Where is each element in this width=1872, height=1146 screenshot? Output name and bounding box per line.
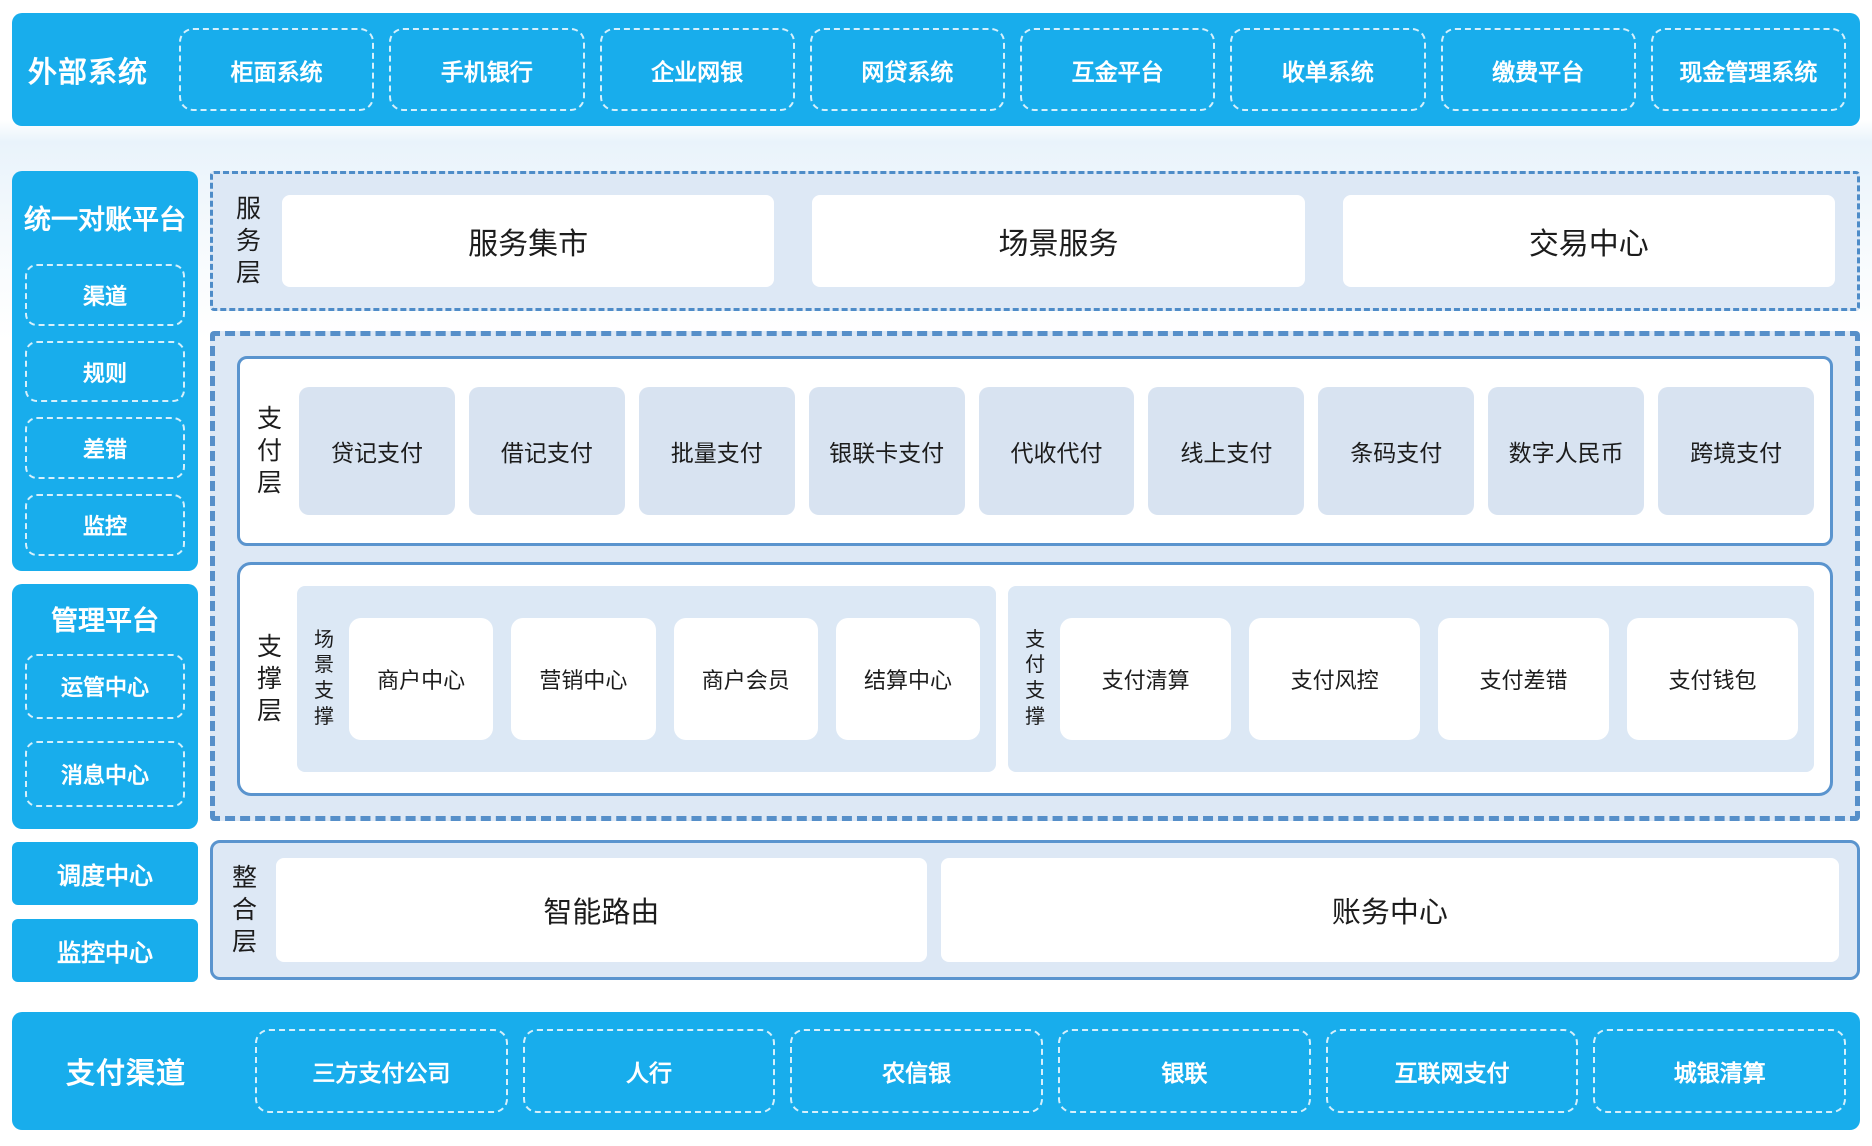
integration-item: 账务中心 — [940, 858, 1839, 962]
service-item: 服务集市 — [282, 195, 775, 287]
reconciliation-item: 规则 — [25, 340, 185, 403]
payment-support-item: 支付清算 — [1060, 618, 1232, 740]
core-layers-dashed-container: 支付层 贷记支付 借记支付 批量支付 银联卡支付 代收代付 线上支付 条码支付 … — [210, 331, 1860, 821]
support-layer: 支撑层 场景支撑 商户中心 营销中心 商户会员 结算中心 支付支撑 支付清算 支… — [237, 562, 1833, 796]
payment-channels-bar: 支付渠道 三方支付公司 人行 农信银 银联 互联网支付 城银清算 — [12, 1012, 1860, 1130]
payment-item: 银联卡支付 — [808, 387, 965, 515]
payment-support-item: 支付风控 — [1249, 618, 1421, 740]
external-systems-label: 外部系统 — [27, 56, 148, 89]
right-column: 服务层 服务集市 场景服务 交易中心 支付层 贷记支付 借记支付 批量支付 银联… — [210, 171, 1860, 982]
payment-channel-item: 人行 — [522, 1029, 776, 1113]
payment-channel-item: 农信银 — [790, 1029, 1044, 1113]
management-platform-title: 管理平台 — [51, 606, 159, 637]
management-platform-panel: 管理平台 运管中心 消息中心 — [12, 584, 198, 829]
scene-support-label: 场景支撑 — [314, 628, 334, 728]
management-item: 运管中心 — [25, 653, 185, 720]
payment-item: 贷记支付 — [299, 387, 455, 515]
external-system-item: 缴费平台 — [1440, 28, 1636, 111]
service-layer-label: 服务层 — [235, 195, 261, 287]
external-system-item: 企业网银 — [599, 28, 795, 111]
payment-support-group: 支付支撑 支付清算 支付风控 支付差错 支付钱包 — [1008, 586, 1814, 772]
reconciliation-item: 监控 — [25, 494, 185, 556]
left-column: 统一对账平台 渠道 规则 差错 监控 管理平台 运管中心 消息中心 调度中心 监… — [12, 171, 198, 982]
external-system-item: 收单系统 — [1230, 28, 1426, 111]
payment-item: 跨境支付 — [1658, 387, 1815, 515]
payment-channels-label: 支付渠道 — [65, 1058, 186, 1090]
payment-item: 数字人民币 — [1488, 387, 1645, 515]
payment-layer: 支付层 贷记支付 借记支付 批量支付 银联卡支付 代收代付 线上支付 条码支付 … — [237, 356, 1833, 546]
payment-support-item: 支付钱包 — [1627, 618, 1798, 740]
reconciliation-platform-title: 统一对账平台 — [24, 204, 186, 235]
monitor-center-box: 监控中心 — [12, 919, 198, 982]
integration-layer-label: 整合层 — [231, 864, 257, 956]
payment-channel-item: 银联 — [1058, 1029, 1311, 1113]
service-item: 交易中心 — [1342, 195, 1835, 287]
payment-channel-item: 城银清算 — [1593, 1029, 1847, 1113]
payment-support-label: 支付支撑 — [1025, 628, 1046, 728]
external-systems-bar: 外部系统 柜面系统 手机银行 企业网银 网贷系统 互金平台 收单系统 缴费平台 … — [12, 13, 1860, 126]
service-item: 场景服务 — [812, 195, 1305, 287]
scene-support-item: 商户中心 — [349, 618, 494, 740]
external-system-item: 互金平台 — [1020, 28, 1216, 111]
scene-support-item: 商户会员 — [673, 618, 818, 740]
payment-item: 线上支付 — [1148, 387, 1305, 515]
scene-support-item: 营销中心 — [511, 618, 656, 740]
reconciliation-item: 差错 — [25, 417, 185, 480]
external-system-item: 网贷系统 — [809, 28, 1005, 111]
scene-support-group: 场景支撑 商户中心 营销中心 商户会员 结算中心 — [297, 586, 997, 772]
main-area: 统一对账平台 渠道 规则 差错 监控 管理平台 运管中心 消息中心 调度中心 监… — [12, 171, 1860, 982]
scene-support-item: 结算中心 — [835, 618, 981, 740]
payment-support-item: 支付差错 — [1438, 618, 1610, 740]
payment-item: 批量支付 — [638, 387, 795, 515]
integration-layer: 整合层 智能路由 账务中心 — [210, 840, 1860, 980]
external-system-item: 柜面系统 — [179, 28, 375, 111]
external-system-item: 现金管理系统 — [1650, 28, 1846, 111]
external-system-item: 手机银行 — [389, 28, 585, 111]
management-item: 消息中心 — [25, 741, 185, 808]
dispatch-center-box: 调度中心 — [12, 842, 198, 905]
service-layer: 服务层 服务集市 场景服务 交易中心 — [210, 171, 1860, 311]
payment-item: 代收代付 — [978, 387, 1135, 515]
payment-channel-item: 三方支付公司 — [255, 1029, 508, 1113]
payment-layer-label: 支付层 — [256, 405, 282, 497]
integration-item: 智能路由 — [276, 858, 927, 962]
payment-channel-item: 互联网支付 — [1325, 1029, 1579, 1113]
support-layer-label: 支撑层 — [256, 633, 282, 725]
payment-item: 借记支付 — [468, 387, 625, 515]
payment-item: 条码支付 — [1318, 387, 1475, 515]
reconciliation-item: 渠道 — [25, 263, 185, 326]
reconciliation-platform-panel: 统一对账平台 渠道 规则 差错 监控 — [12, 171, 198, 571]
